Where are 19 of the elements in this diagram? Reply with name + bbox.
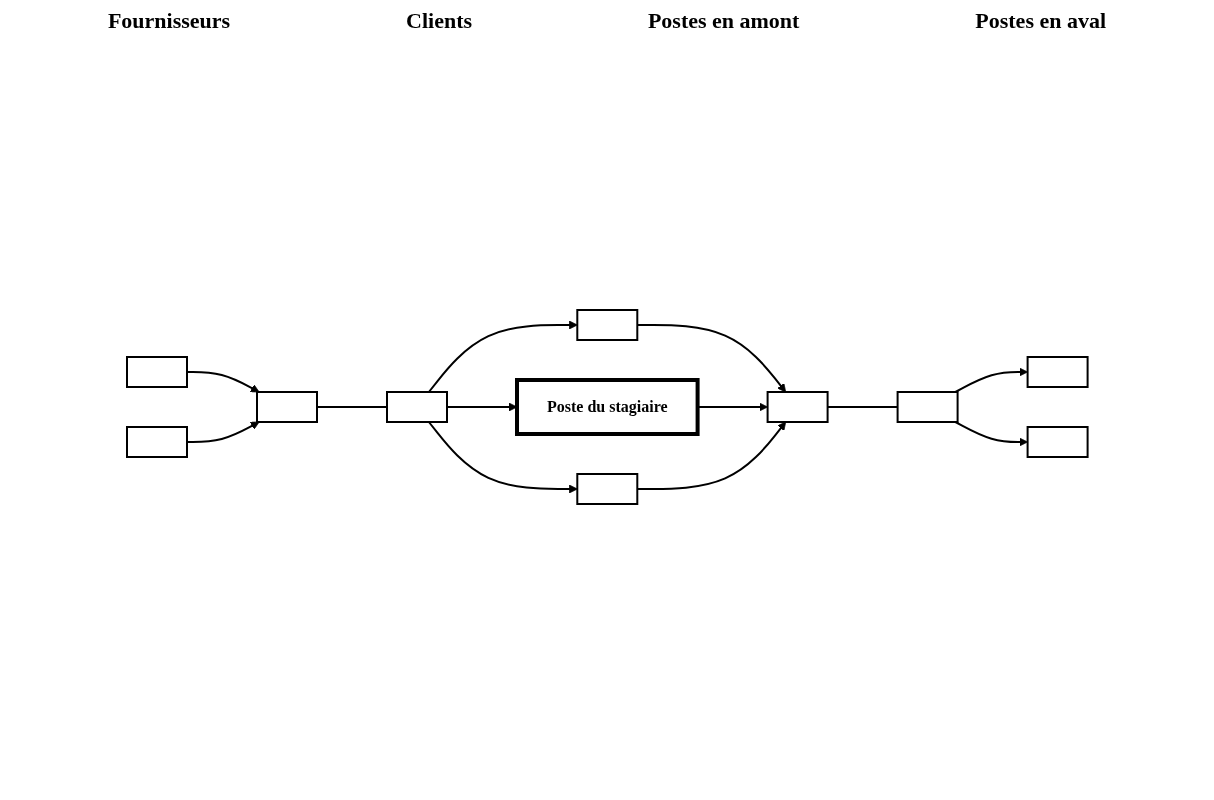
- node-box: [576, 309, 638, 341]
- node-box: [125, 356, 188, 388]
- node-box: [766, 391, 829, 423]
- node-box: [576, 473, 638, 505]
- arrow: [954, 367, 1028, 393]
- node-box: [1026, 356, 1089, 388]
- arrow: [427, 320, 578, 393]
- node-box: [125, 426, 188, 458]
- node-box: [385, 391, 448, 423]
- heading-label: Fournisseurs: [107, 8, 231, 34]
- node-box: [1026, 426, 1089, 458]
- heading-label: Postes en amont: [647, 8, 800, 34]
- node-box: Poste du stagiaire: [514, 378, 700, 436]
- node-box: [255, 391, 318, 423]
- heading-label: Postes en aval: [975, 8, 1107, 34]
- node-box: [896, 391, 959, 423]
- arrow: [427, 421, 578, 494]
- heading-label: Clients: [406, 8, 473, 34]
- arrow: [954, 421, 1028, 447]
